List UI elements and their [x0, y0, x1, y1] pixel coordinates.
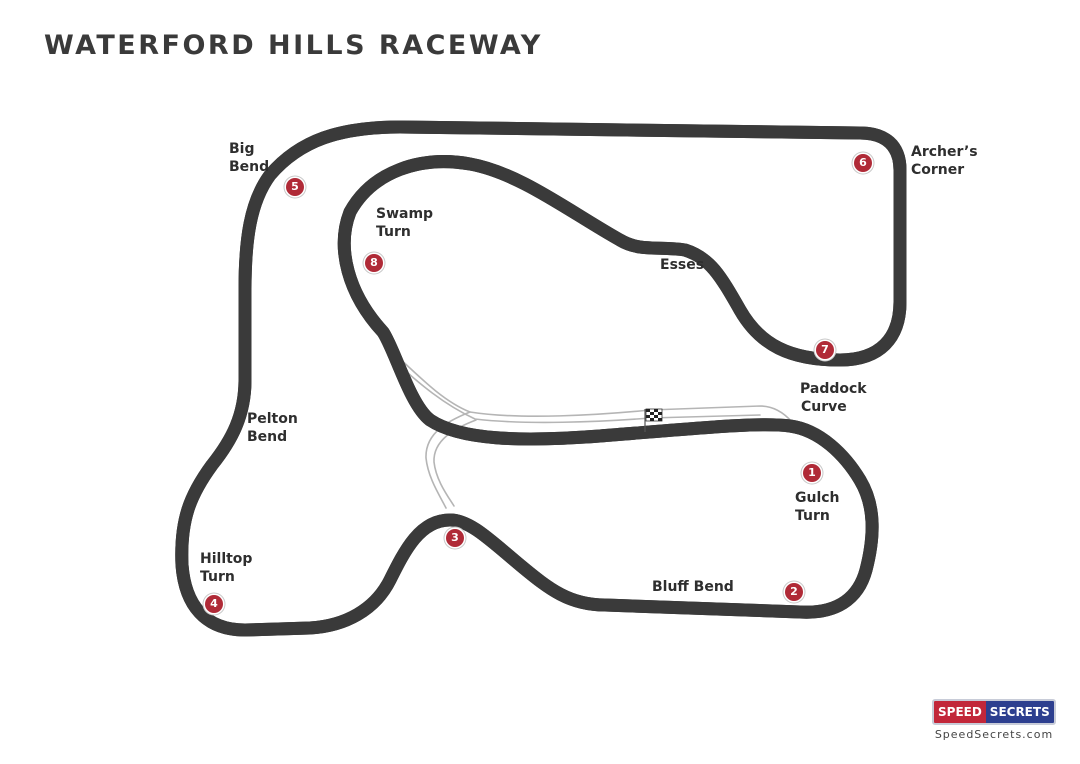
label-bluff-bend: Bluff Bend — [652, 578, 734, 596]
label-line: Hilltop — [200, 551, 253, 567]
label-line: Pelton — [247, 411, 298, 427]
label-gulch-turn: Gulch Turn — [795, 489, 840, 525]
label-line: Bluff Bend — [652, 579, 734, 595]
label-line: Paddock — [800, 381, 867, 397]
label-swamp-turn: Swamp Turn — [376, 205, 433, 241]
label-paddock-curve: Paddock Curve — [800, 380, 867, 416]
label-line: Bend — [247, 429, 288, 445]
corner-1-marker: 1 — [803, 464, 821, 482]
label-line: Turn — [200, 569, 235, 585]
label-line: Big — [229, 141, 255, 157]
label-hilltop-turn: Hilltop Turn — [200, 550, 252, 586]
label-line: Archer’s — [911, 144, 978, 160]
brand-badge: SPEED SECRETS — [932, 699, 1056, 725]
label-pelton-bend: Pelton Bend — [247, 410, 298, 446]
corner-3-marker: 3 — [446, 529, 464, 547]
label-archers-corner: Archer’s Corner — [911, 143, 978, 179]
label-esses: Esses — [660, 256, 704, 274]
label-line: Turn — [795, 508, 830, 524]
start-finish-flag-icon — [644, 408, 663, 432]
corner-8-marker: 8 — [365, 254, 383, 272]
brand-word-speed: SPEED — [934, 701, 986, 723]
track — [182, 120, 907, 637]
label-line: Bend — [229, 159, 270, 175]
corner-5-marker: 5 — [286, 178, 304, 196]
corner-7-marker: 7 — [816, 341, 834, 359]
brand-word-secrets: SECRETS — [985, 701, 1054, 723]
label-line: Gulch — [795, 490, 840, 506]
corner-6-marker: 6 — [854, 154, 872, 172]
speed-secrets-logo: SPEED SECRETS SpeedSecrets.com — [932, 699, 1056, 741]
map-title: WATERFORD HILLS RACEWAY — [44, 30, 543, 61]
corner-2-marker: 2 — [785, 583, 803, 601]
label-line: Turn — [376, 224, 411, 240]
brand-url: SpeedSecrets.com — [934, 728, 1054, 741]
label-line: Curve — [801, 399, 847, 415]
label-line: Corner — [911, 162, 965, 178]
label-line: Swamp — [376, 206, 434, 222]
label-big-bend: Big Bend — [229, 140, 269, 176]
label-line: Esses — [660, 257, 705, 273]
corner-4-marker: 4 — [205, 595, 223, 613]
